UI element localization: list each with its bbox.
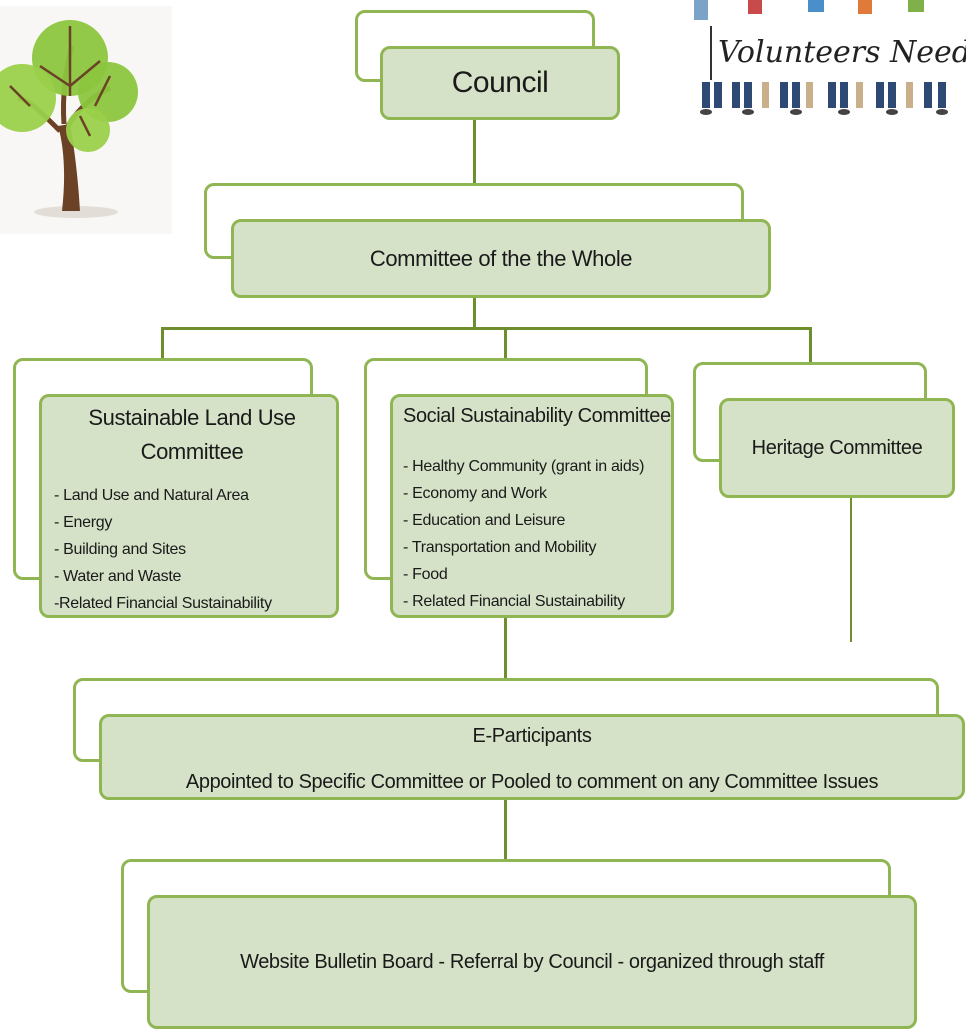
- connector-to-land-use: [161, 327, 164, 359]
- list-item: - Water and Waste: [54, 568, 182, 585]
- land-use-box: Sustainable Land Use Committee - Land Us…: [39, 394, 339, 618]
- social-items: - Healthy Community (grant in aids) - Ec…: [403, 453, 644, 615]
- connector-to-heritage: [809, 327, 812, 363]
- list-item: - Healthy Community (grant in aids): [403, 458, 645, 475]
- list-item: -Related Financial Sustainability: [54, 595, 272, 612]
- land-use-items: - Land Use and Natural Area - Energy - B…: [54, 482, 272, 617]
- list-item: - Building and Sites: [54, 541, 186, 558]
- committee-whole-title: Committee of the the Whole: [369, 245, 633, 271]
- list-item: - Transportation and Mobility: [403, 539, 597, 556]
- bulletin-box: Website Bulletin Board - Referral by Cou…: [147, 895, 917, 1029]
- list-item: - Related Financial Sustainability: [403, 593, 625, 610]
- eparticipants-title: E-Participants: [472, 725, 592, 747]
- social-title: Social Sustainability Committee: [403, 405, 671, 427]
- connector-eparticipants-bulletin: [504, 798, 507, 860]
- land-use-title: Sustainable Land Use Committee: [88, 405, 296, 464]
- list-item: - Education and Leisure: [403, 512, 566, 529]
- heritage-title: Heritage Committee: [751, 436, 923, 459]
- eparticipants-box: E-Participants Appointed to Specific Com…: [99, 714, 965, 800]
- council-title: Council: [451, 66, 549, 99]
- list-item: - Economy and Work: [403, 485, 547, 502]
- connector-social-eparticipants: [504, 616, 507, 680]
- council-box: Council: [380, 46, 620, 120]
- volunteers-banner-image: Volunteers Neede: [688, 0, 966, 128]
- connector-to-social: [504, 327, 507, 359]
- banner-text: Volunteers Neede: [710, 26, 966, 80]
- list-item: - Land Use and Natural Area: [54, 487, 249, 504]
- eparticipants-subtitle: Appointed to Specific Committee or Poole…: [185, 771, 879, 793]
- list-item: - Food: [403, 566, 448, 583]
- connector-council-whole: [473, 118, 476, 186]
- connector-heritage-tail: [850, 494, 852, 642]
- tree-image: [0, 6, 172, 234]
- connector-whole-down: [473, 296, 476, 330]
- committee-whole-box: Committee of the the Whole: [231, 219, 771, 298]
- social-box: Social Sustainability Committee - Health…: [390, 394, 674, 618]
- list-item: - Energy: [54, 514, 113, 531]
- bulletin-title: Website Bulletin Board - Referral by Cou…: [240, 950, 824, 973]
- connector-branch-horizontal: [161, 327, 812, 330]
- heritage-box: Heritage Committee: [719, 398, 955, 498]
